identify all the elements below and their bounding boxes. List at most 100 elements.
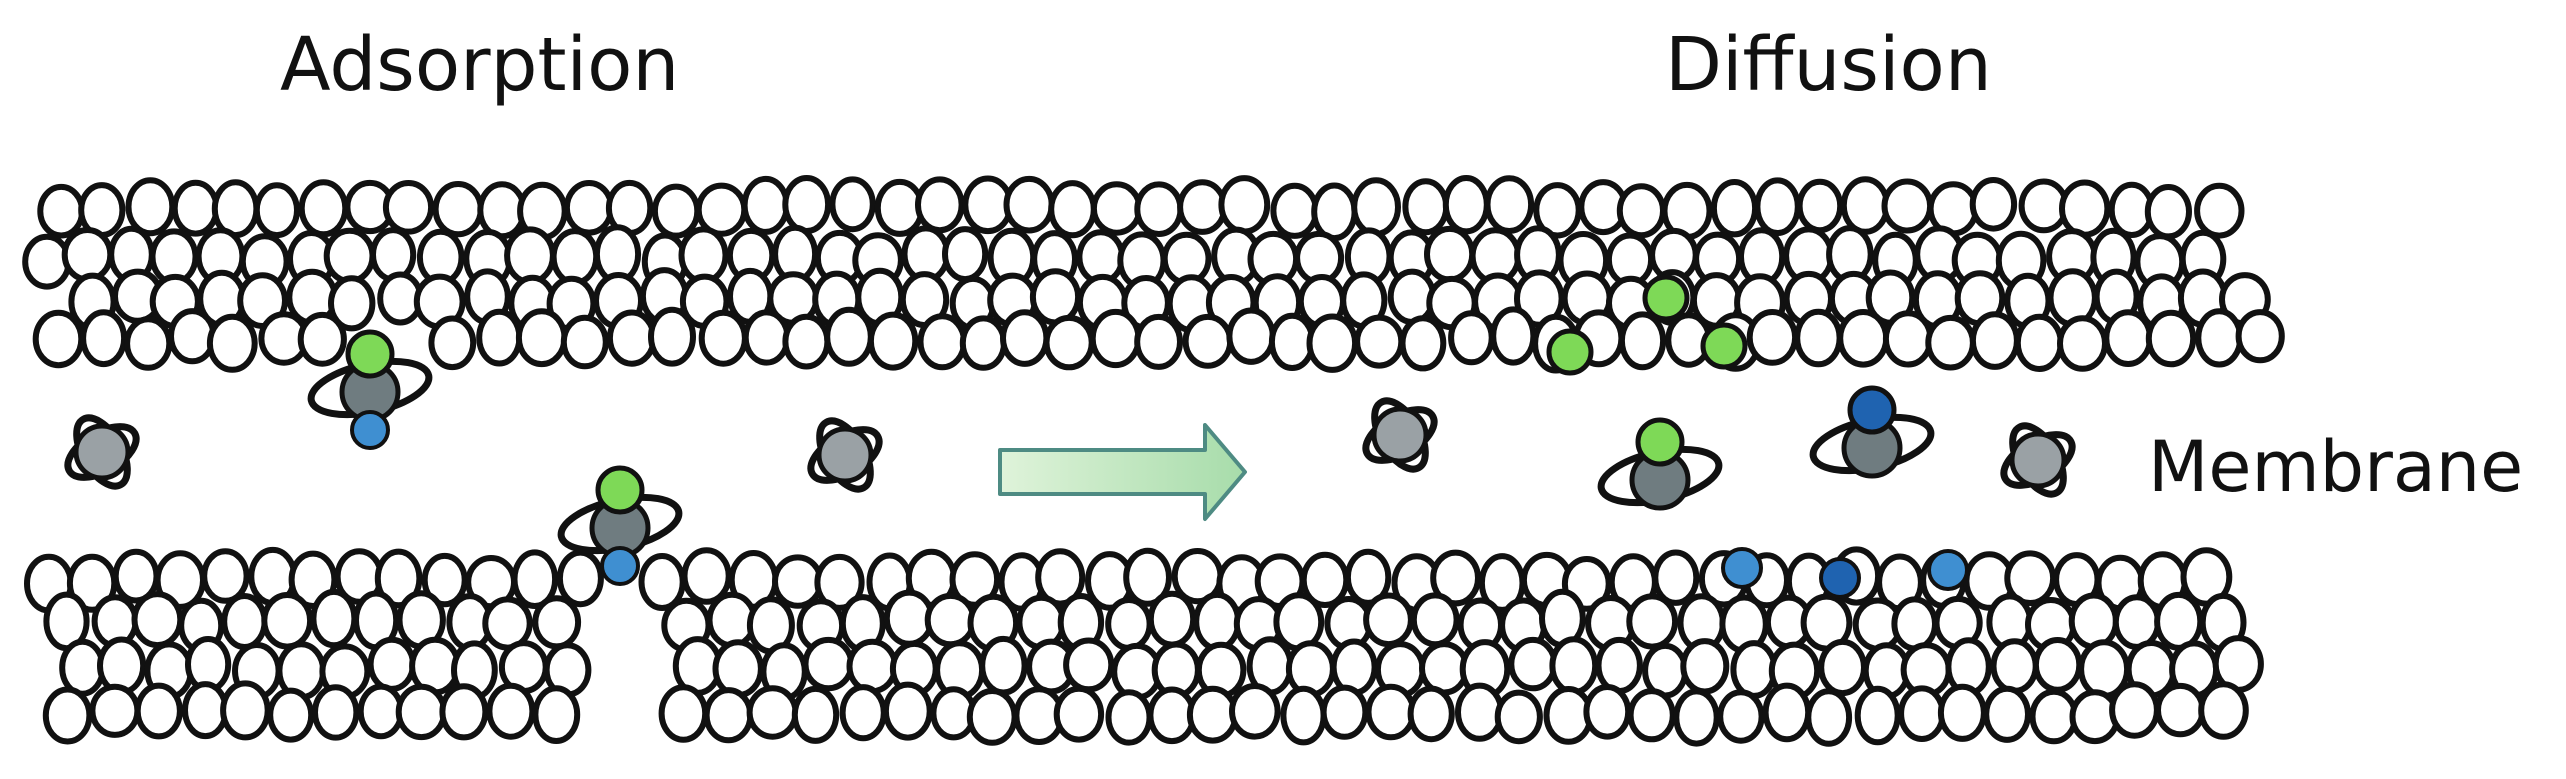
membrane-bead: [310, 588, 358, 649]
molecules-layer: [64, 274, 2076, 599]
molecule-complex: [1809, 385, 1935, 479]
membrane-bead: [1003, 175, 1055, 234]
atom: [350, 410, 390, 450]
membrane-bead: [261, 592, 314, 650]
membrane-bead: [2014, 313, 2064, 372]
membrane-bead: [782, 175, 832, 234]
membrane-bead: [211, 179, 260, 239]
atom: [345, 329, 395, 379]
membrane-bead: [1818, 638, 1867, 697]
membrane-bead: [1618, 311, 1667, 371]
membrane-bead: [1387, 268, 1437, 325]
membrane-bead: [882, 681, 933, 741]
membrane-bead: [125, 177, 176, 237]
membrane-lower-layer: [24, 546, 2264, 747]
membrane-bead: [1983, 685, 2031, 743]
membrane-bead: [681, 547, 732, 605]
molecule-complex: [307, 329, 433, 450]
membrane-bead: [924, 592, 977, 648]
membrane-bead: [1430, 549, 1481, 607]
membrane-bead: [550, 228, 600, 286]
membrane-bead: [959, 315, 1008, 371]
membrane-bead: [606, 309, 657, 367]
membrane-bead: [1268, 312, 1316, 371]
membrane-bead: [1796, 178, 1844, 234]
membrane-bead: [1673, 688, 1720, 747]
membrane-bead: [1186, 685, 1239, 744]
membrane-bead: [421, 552, 468, 608]
molecule-icon: [1362, 397, 1438, 473]
membrane-bead: [1177, 179, 1228, 235]
membrane-bead: [370, 227, 417, 283]
membrane-bead: [97, 636, 147, 696]
membrane-bead: [439, 683, 489, 741]
membrane-bead: [1354, 314, 1405, 369]
membrane-bead: [1746, 309, 1799, 366]
membrane-bead: [382, 180, 435, 235]
membrane-bead: [1891, 596, 1938, 652]
membrane-bead: [1123, 547, 1172, 607]
diffusion-title: Diffusion: [1665, 22, 1992, 108]
membrane-bead: [1424, 225, 1476, 283]
membrane-bead: [829, 176, 876, 233]
membrane-bead: [1508, 636, 1558, 692]
membrane-bead: [1043, 314, 1095, 371]
membrane-bead: [1402, 178, 1450, 236]
atom: [595, 465, 645, 515]
membrane-bead: [2004, 550, 2057, 607]
membrane-bead: [515, 308, 568, 368]
membrane-bead: [312, 684, 360, 741]
membrane-bead: [824, 306, 874, 367]
molecule-complex: [557, 465, 683, 586]
membrane-bead: [1351, 177, 1401, 237]
membrane-bead: [532, 685, 581, 744]
membrane-bead: [1311, 182, 1358, 242]
membrane-bead: [2029, 688, 2079, 745]
membrane-bead: [2155, 682, 2206, 738]
membrane-bead: [556, 549, 604, 608]
membrane-bead: [1273, 592, 1325, 652]
membrane-label: Membrane: [2148, 426, 2524, 508]
membrane-bead: [2198, 681, 2249, 740]
membrane-bead: [966, 688, 1018, 746]
membrane-bead: [651, 183, 701, 239]
membrane-bead: [1035, 548, 1086, 607]
membrane-bead: [839, 684, 887, 742]
membrane-bead: [1627, 688, 1676, 743]
membrane-bead: [1218, 175, 1271, 235]
blue-atom: [1819, 557, 1861, 599]
green-atom: [1700, 322, 1748, 370]
membrane-bead: [220, 680, 271, 741]
membrane-bead: [1344, 548, 1392, 606]
membrane-bead: [504, 226, 556, 285]
molecule-icon: [807, 417, 883, 493]
membrane-bead: [1882, 310, 1934, 368]
arrow-shape: [998, 423, 1247, 521]
membrane-bead: [367, 636, 416, 692]
membrane-bead: [917, 313, 968, 371]
membrane-bead: [168, 308, 217, 365]
membrane-bead: [1134, 181, 1184, 237]
membrane-bead: [1229, 683, 1281, 740]
membrane-bead: [357, 683, 405, 740]
membrane-bead: [1407, 685, 1455, 743]
membrane-bead: [2057, 315, 2108, 372]
molecule-icon: [64, 414, 140, 490]
membrane-bead: [746, 685, 799, 740]
membrane-bead: [182, 681, 229, 740]
membrane-bead: [124, 316, 173, 371]
membrane-bead: [1490, 306, 1537, 366]
membrane-bead: [2235, 309, 2285, 364]
membrane-bead: [1762, 682, 1812, 743]
adsorption-title: Adsorption: [280, 22, 680, 108]
membrane-bead: [1182, 313, 1234, 369]
membrane-bead: [1626, 593, 1679, 650]
membrane-bead: [1053, 685, 1105, 743]
membrane-bead: [1063, 637, 1115, 693]
membrane-bead: [2112, 594, 2161, 650]
membrane-bead: [1937, 683, 1987, 742]
membrane-bead: [712, 639, 764, 699]
membrane-bead: [37, 183, 86, 239]
membrane-bead: [1583, 684, 1632, 740]
atom: [600, 546, 640, 586]
